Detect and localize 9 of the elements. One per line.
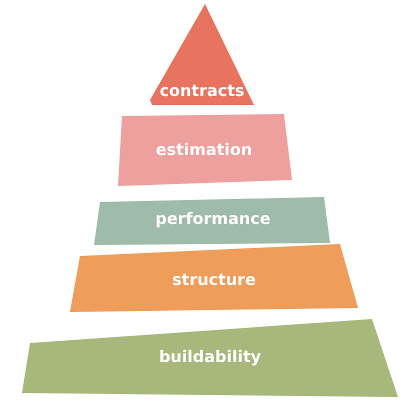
layer-label: estimation <box>154 140 254 159</box>
pyramid-layer <box>94 197 332 245</box>
pyramid-layer <box>22 319 398 397</box>
layer-label: buildability <box>158 347 262 366</box>
pyramid-layer <box>150 4 254 105</box>
layer-label: contracts <box>158 81 246 100</box>
pyramid-layer <box>70 244 358 312</box>
layer-label: performance <box>154 209 272 228</box>
layer-label: structure <box>171 270 257 289</box>
